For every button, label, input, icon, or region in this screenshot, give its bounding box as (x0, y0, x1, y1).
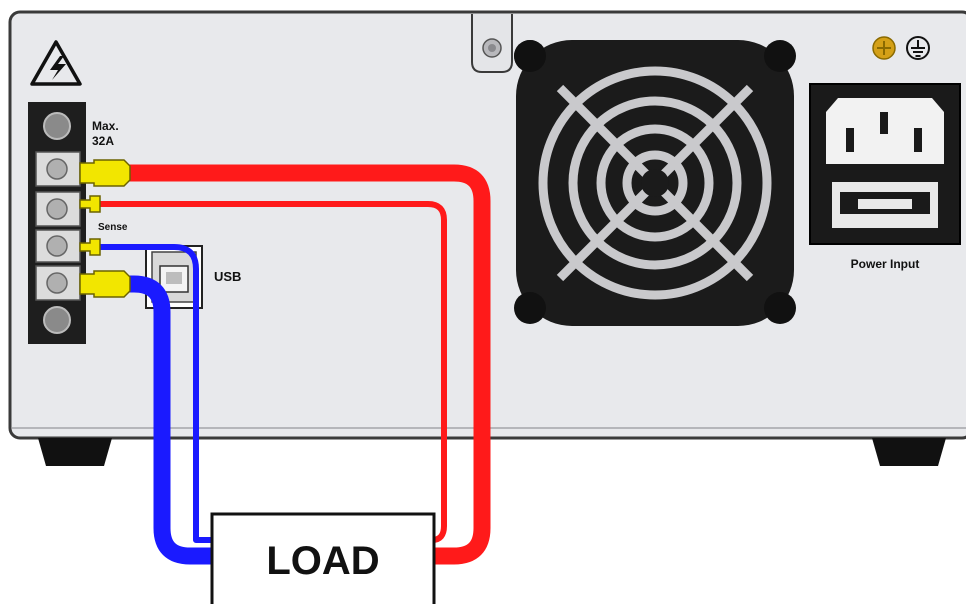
max-current-label-line2: 32A (92, 134, 114, 148)
terminal-positive (35, 151, 81, 187)
sense-negative-lug (79, 238, 101, 256)
max-current-label-line1: Max. (92, 119, 119, 133)
right-foot (872, 438, 946, 466)
ground-terminal (872, 36, 930, 60)
terminal-sense-negative (35, 229, 81, 263)
top-screw-bracket (471, 14, 513, 73)
negative-sense-wire (98, 244, 212, 543)
sense-positive-lug (79, 195, 101, 213)
load-box: LOAD (210, 512, 436, 604)
positive-load-wire (110, 164, 491, 565)
device-feet (38, 438, 946, 466)
cable-lugs (79, 159, 131, 298)
terminal-sense-positive (35, 191, 81, 227)
negative-lug (79, 270, 131, 298)
terminal-negative (35, 265, 81, 301)
left-foot (38, 438, 112, 466)
terminal-block (28, 102, 86, 344)
fan-grille-icon (514, 40, 796, 326)
high-voltage-warning-icon (30, 40, 82, 86)
usb-label: USB (214, 269, 241, 284)
iec-power-socket-icon (809, 83, 961, 245)
sense-label: Sense (98, 222, 128, 233)
terminal-block-bottom-screw (43, 306, 71, 334)
load-label: LOAD (266, 539, 379, 583)
negative-load-wire (110, 275, 212, 565)
positive-lug (79, 159, 131, 187)
wiring (98, 164, 491, 565)
terminal-block-top-screw (43, 112, 71, 140)
protective-earth-icon (906, 36, 930, 60)
power-input-label: Power Input (851, 257, 920, 271)
positive-sense-wire (98, 201, 447, 543)
